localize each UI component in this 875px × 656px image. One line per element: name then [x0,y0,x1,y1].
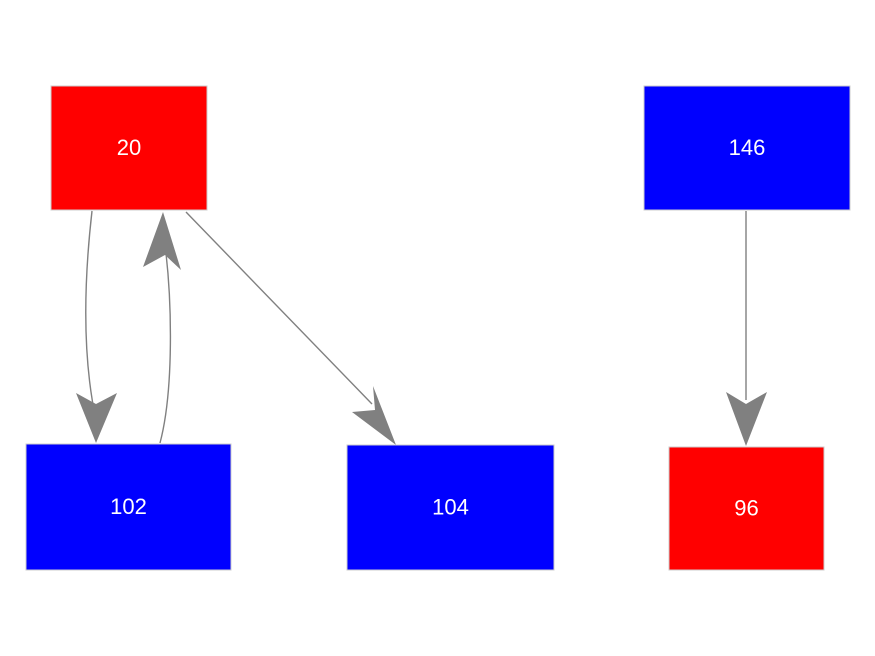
edge-line [84,210,97,421]
node-96[interactable]: 96 [668,446,825,571]
node-box[interactable] [50,85,208,211]
node-box[interactable] [643,85,851,211]
node-146[interactable]: 146 [643,85,851,211]
arrowhead-icon [352,386,396,445]
node-104[interactable]: 104 [346,444,555,571]
nodes-layer: 20 146 102 104 96 [25,85,851,571]
edge-20-to-102[interactable] [76,210,117,443]
node-102[interactable]: 102 [25,443,232,571]
edge-20-to-104[interactable] [185,211,396,445]
arrowhead-icon [76,393,117,443]
arrowhead-icon [726,392,767,446]
arrowhead-icon [143,212,181,270]
node-box[interactable] [25,443,232,571]
edges-layer [76,210,767,446]
node-box[interactable] [668,446,825,571]
edge-line [159,244,172,444]
node-box[interactable] [346,444,555,571]
edge-line [185,211,373,405]
node-20[interactable]: 20 [50,85,208,211]
edge-102-to-20[interactable] [143,212,181,444]
edge-146-to-96[interactable] [726,211,767,446]
